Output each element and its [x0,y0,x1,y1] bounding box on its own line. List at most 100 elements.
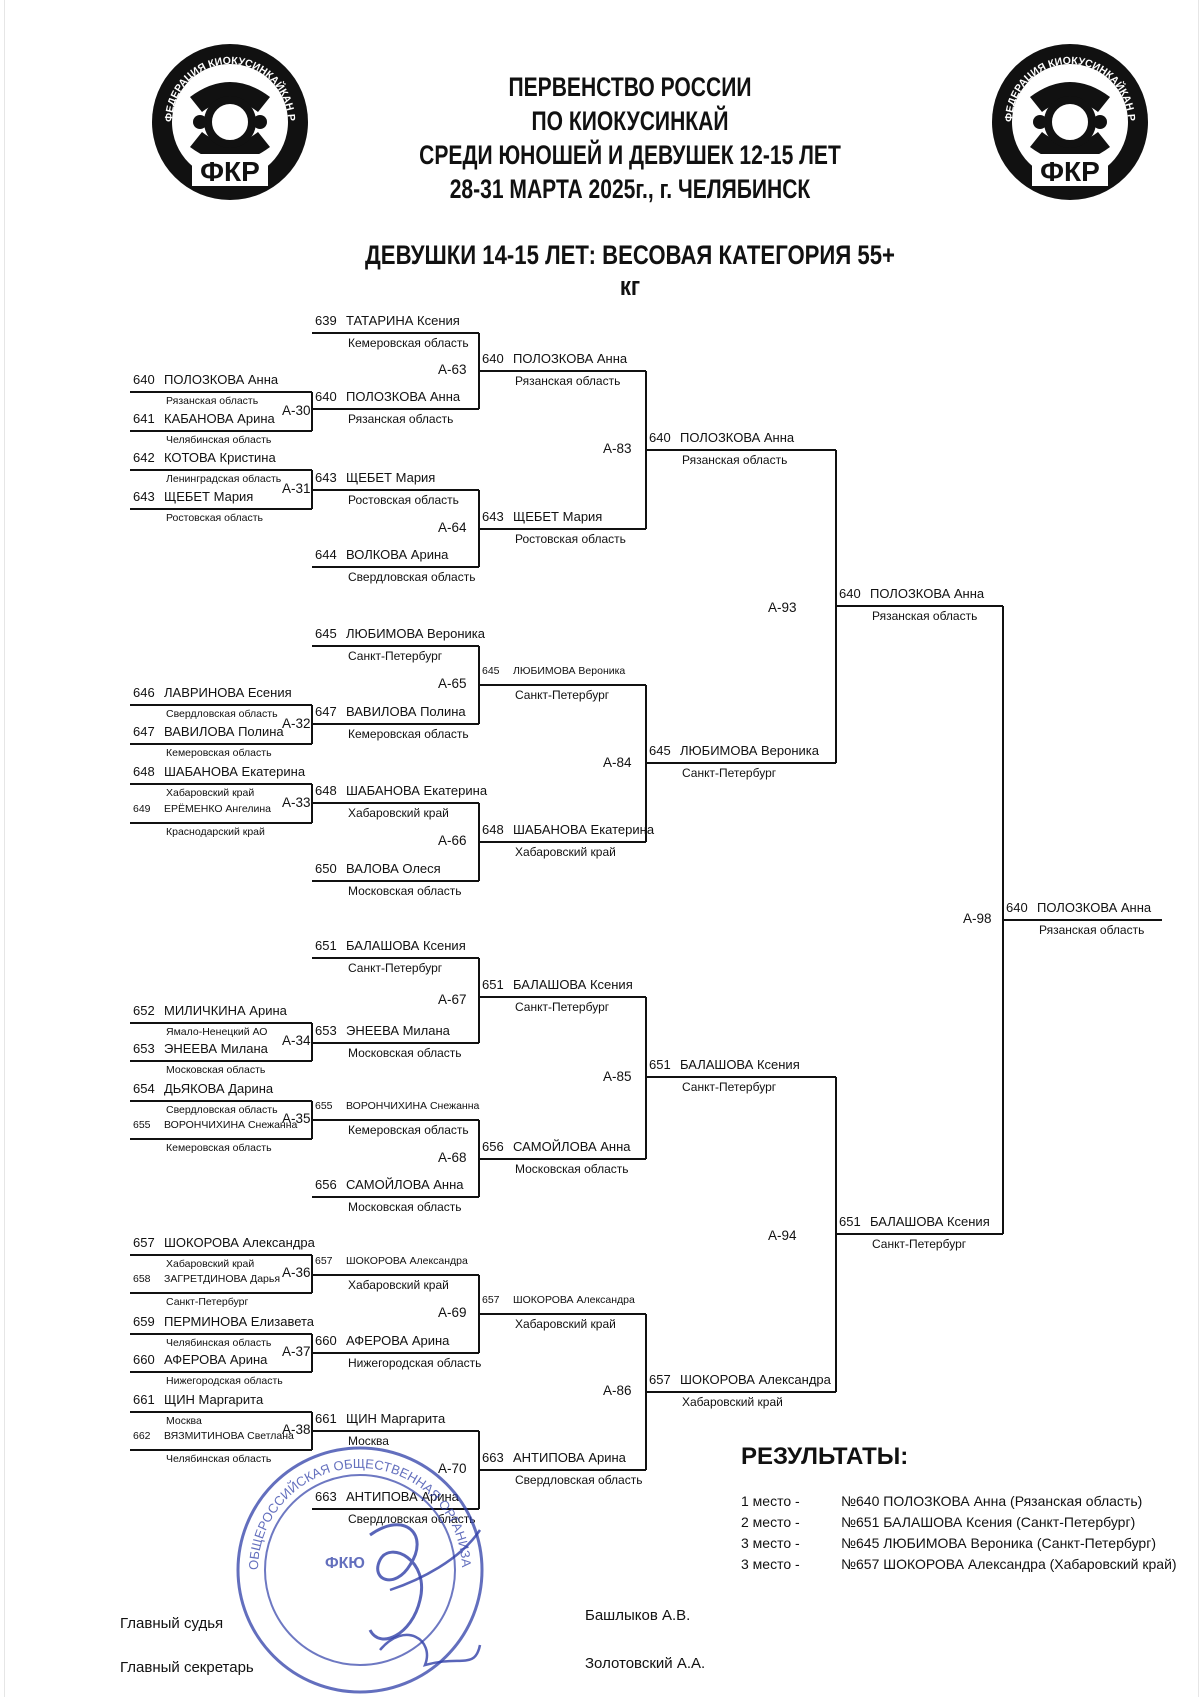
bracket-line [312,1352,479,1354]
bracket-line [479,1469,646,1471]
bracket-line [312,489,479,491]
competitor-name: ЛЮБИМОВА Вероника [513,665,626,677]
bracket-line [645,997,647,1159]
competitor-region: Санкт-Петербург [682,766,777,780]
bracket-line [130,508,312,510]
competitor-name: ВЯЗМИТИНОВА Светлана [164,1430,294,1442]
competitor-number: 653 [315,1023,337,1038]
fkr-logo-left: ФЕДЕРАЦИЯ КИОКУСИНКАЙКАН РОССИИ ФКР [150,42,308,200]
bracket-line [312,645,479,647]
bout-number: A-64 [438,519,467,535]
competitor-number: 651 [839,1214,861,1229]
competitor-number: 663 [482,1450,504,1465]
competitor-number: 648 [482,822,504,837]
competitor-region: Хабаровский край [166,787,255,799]
competitor-name: ШАБАНОВА Екатерина [164,764,306,779]
bracket-line [312,1119,479,1121]
competitor-region: Кемеровская область [348,336,469,350]
bout-number: A-66 [438,833,467,848]
bout-number: A-68 [438,1149,467,1165]
competitor-region: Санкт-Петербург [348,649,443,663]
bout-number: A-69 [438,1305,467,1320]
bracket-line [836,1233,1003,1235]
competitor-name: ЭНЕЕВА Милана [164,1041,268,1056]
bout-number: A-70 [438,1461,467,1476]
competitor-region: Хабаровский край [515,845,616,859]
competitor-name: ДЬЯКОВА Дарина [164,1081,274,1096]
bracket-line [130,1022,312,1024]
competitor-number: 643 [315,470,337,485]
bout-number: A-93 [768,599,797,615]
competitor-name: ПОЛОЗКОВА Анна [513,351,628,366]
competitor-name: ЩИН Маргарита [164,1392,264,1407]
competitor-number: 640 [839,586,861,601]
competitor-name: ШАБАНОВА Екатерина [346,783,488,798]
title-line-2: ПО КИОКУСИНКАЙ [531,106,729,136]
result-place: 2 место - [741,1514,800,1530]
competitor-number: 661 [133,1392,155,1407]
competitor-region: Московская область [348,884,462,898]
competitor-name: ЗАГРЕТДИНОВА Дарья [164,1273,281,1285]
bout-number: A-38 [282,1422,311,1437]
bout-number: A-67 [438,991,467,1007]
competitor-region: Свердловская область [348,1512,476,1526]
competitor-region: Рязанская область [1039,923,1145,937]
competitor-name: ЩЕБЕТ Мария [513,509,603,524]
competitor-name: АНТИПОВА Арина [346,1489,459,1504]
competitor-number: 652 [133,1003,155,1018]
competitor-region: Ямало-Ненецкий АО [166,1026,268,1038]
competitor-region: Челябинская область [166,1337,272,1349]
competitor-number: 660 [315,1333,337,1348]
bracket-line [130,1254,312,1256]
bracket-line [312,332,479,334]
bracket-line [130,1292,312,1294]
competitor-number: 639 [315,313,337,328]
competitor-name: ШОКОРОВА Александра [680,1372,831,1387]
bout-number: A-36 [282,1265,311,1280]
competitor-region: Хабаровский край [348,1278,449,1292]
bout-number: A-83 [603,441,632,456]
competitor-number: 645 [315,626,337,641]
competitor-number: 645 [649,743,671,758]
competitor-name: ЛЮБИМОВА Вероника [346,626,486,641]
competitor-region: Ростовская область [515,532,626,546]
bout-number: A-85 [603,1069,632,1084]
bracket-line [130,1333,312,1335]
competitor-name: ПОЛОЗКОВА Анна [1037,900,1152,915]
competitor-name: КОТОВА Кристина [164,450,276,465]
competitor-region: Челябинская область [166,434,272,446]
competitor-number: 653 [133,1041,155,1056]
title-line-1: ПЕРВЕНСТВО РОССИИ [508,72,752,102]
bout-number: A-32 [282,715,311,731]
competitor-number: 659 [133,1314,155,1329]
competitor-region: Санкт-Петербург [515,1000,610,1014]
bracket-line [478,958,480,1043]
competitor-number: 647 [315,704,337,719]
competitor-region: Челябинская область [166,1453,272,1465]
result-competitor: №657 ШОКОРОВА Александра (Хабаровский кр… [841,1556,1177,1572]
bracket-line [130,1060,312,1062]
competitor-name: ЩЕБЕТ Мария [346,470,436,485]
competitor-name: ПОЛОЗКОВА Анна [680,430,795,445]
competitor-region: Кемеровская область [348,727,469,741]
competitor-region: Москва [348,1434,389,1448]
bracket-line [130,391,312,393]
bracket-line [1003,919,1162,921]
bracket-line [312,1430,479,1432]
competitor-number: 656 [315,1177,337,1192]
competitor-name: ЩИН Маргарита [346,1411,446,1426]
competitor-number: 640 [1006,900,1028,915]
competitor-name: ВОРОНЧИХИНА Снежанна [346,1100,480,1112]
competitor-region: Ростовская область [348,493,459,507]
competitor-number: 651 [482,977,504,992]
bracket-line [479,841,646,843]
bout-number: A-94 [768,1227,797,1243]
competitor-name: ТАТАРИНА Ксения [346,313,460,328]
competitor-name: ЛЮБИМОВА Вероника [680,743,820,758]
result-place: 3 место - [741,1556,800,1572]
competitor-region: Санкт-Петербург [166,1296,249,1308]
competitor-name: АФЕРОВА Арина [164,1352,268,1367]
bout-number: A-30 [282,402,311,418]
competitor-number: 642 [133,450,155,465]
competitor-region: Московская область [166,1064,266,1076]
